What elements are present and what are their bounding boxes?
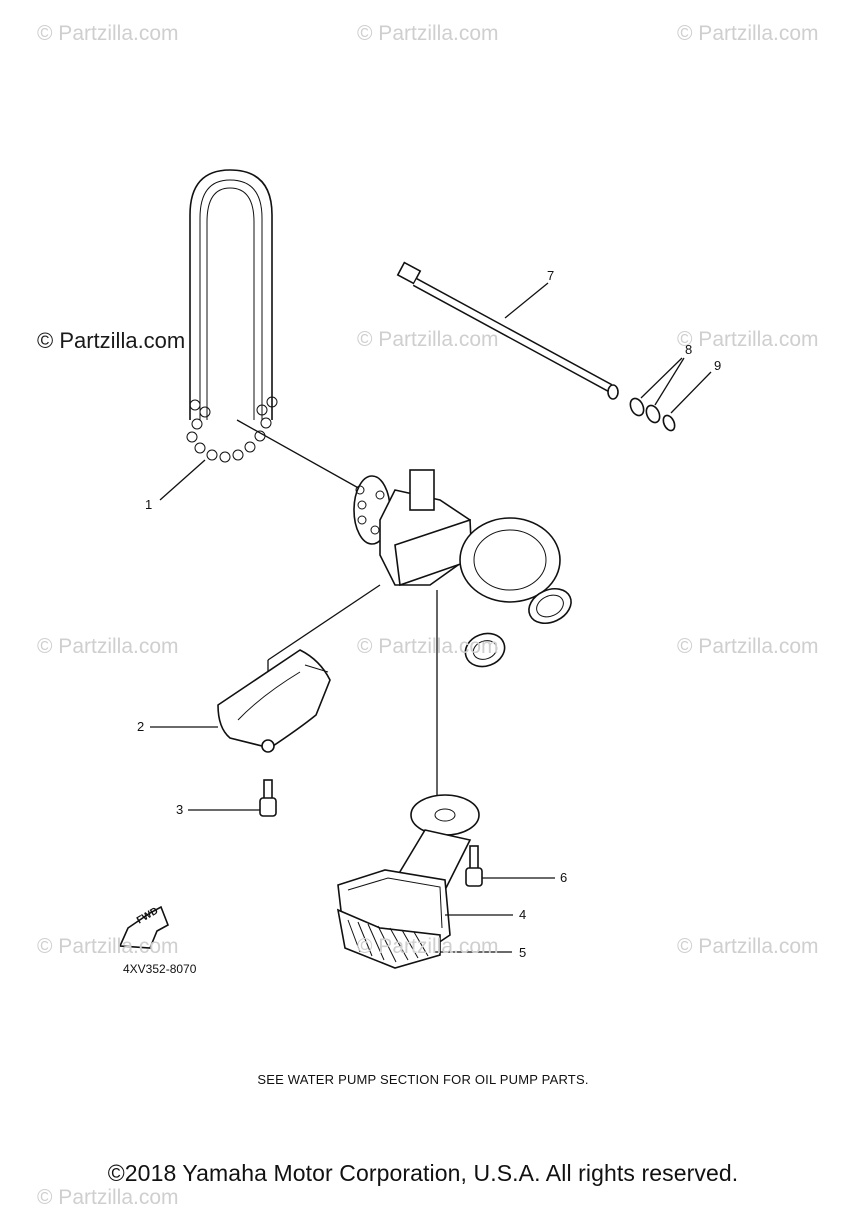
part-1-chain[interactable]: [186, 169, 278, 463]
fwd-arrow-icon: [118, 905, 170, 949]
watermark: © Partzilla.com: [357, 22, 499, 45]
part-3-bolt[interactable]: [259, 779, 277, 817]
watermark: © Partzilla.com: [357, 935, 499, 958]
callout-6[interactable]: 6: [560, 870, 568, 885]
watermark: © Partzilla.com: [357, 328, 499, 351]
callout-9[interactable]: 9: [714, 358, 722, 373]
callout-4[interactable]: 4: [519, 907, 527, 922]
watermark: © Partzilla.com: [677, 328, 819, 351]
callout-8[interactable]: 8: [685, 342, 693, 357]
watermark: © Partzilla.com: [37, 22, 179, 45]
callout-1[interactable]: 1: [145, 497, 153, 512]
watermark: © Partzilla.com: [37, 1186, 179, 1209]
part-5-screen[interactable]: [336, 908, 441, 969]
part-9-o-ring[interactable]: [661, 414, 677, 433]
part-6-bolt[interactable]: [465, 845, 483, 887]
part-8-o-rings[interactable]: [628, 396, 662, 424]
watermark: © Partzilla.com: [677, 935, 819, 958]
callout-7[interactable]: 7: [547, 268, 555, 283]
callout-3[interactable]: 3: [176, 802, 184, 817]
watermark-dark: © Partzilla.com: [37, 328, 186, 353]
watermark: © Partzilla.com: [37, 935, 179, 958]
parts-note: SEE WATER PUMP SECTION FOR OIL PUMP PART…: [257, 1072, 589, 1087]
callout-2[interactable]: 2: [137, 719, 145, 734]
diagram-code: 4XV352-8070: [123, 962, 197, 976]
copyright-notice: ©2018 Yamaha Motor Corporation, U.S.A. A…: [107, 1160, 739, 1186]
part-2-cover[interactable]: [217, 649, 331, 753]
part-7-shaft[interactable]: [396, 261, 619, 400]
watermark: © Partzilla.com: [37, 635, 179, 658]
watermark: © Partzilla.com: [357, 635, 499, 658]
watermark: © Partzilla.com: [677, 635, 819, 658]
pump-assembly[interactable]: [353, 469, 577, 672]
watermark: © Partzilla.com: [677, 22, 819, 45]
callout-5[interactable]: 5: [519, 945, 527, 960]
